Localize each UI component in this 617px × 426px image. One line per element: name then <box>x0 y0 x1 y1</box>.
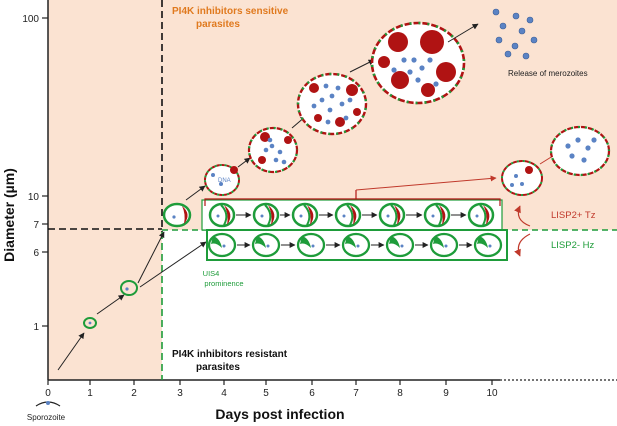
x-tick-1: 1 <box>87 388 93 399</box>
resistant-label-line1: PI4K inhibitors resistant <box>172 349 288 360</box>
lisp-neg-parasite <box>429 232 459 258</box>
growth-arrow-3b <box>139 241 207 288</box>
growth-arrow-1 <box>57 332 85 371</box>
x-tick-2: 2 <box>131 388 137 399</box>
resistant-label-line2: parasites <box>196 362 240 373</box>
x-tick-3: 3 <box>177 388 183 399</box>
lisp-pos-parasite <box>423 202 451 228</box>
y-tick-6: 6 <box>33 248 39 259</box>
x-tick-7: 7 <box>353 388 359 399</box>
x-ticks <box>47 380 493 385</box>
lisp-neg-parasite <box>251 232 281 258</box>
y-axis-title: Diameter (µm) <box>1 168 17 262</box>
schizont-day7 <box>370 21 466 105</box>
lisp-switch-arrow-up <box>514 205 531 227</box>
free-merozoites <box>492 8 538 60</box>
parasite-day1 <box>83 317 97 329</box>
sensitive-label-line1: PI4K inhibitors sensitive <box>172 6 289 17</box>
dna-label: DNA <box>218 178 231 184</box>
release-label: Release of merozoites <box>508 69 588 78</box>
lisp-switch-arrow-down <box>514 233 531 257</box>
lisp-neg-label: LISP2- Hz <box>551 240 595 251</box>
lisp-neg-parasite <box>207 232 237 258</box>
lisp-pos-label: LISP2+ Tz <box>551 210 596 221</box>
lisp-pos-parasite <box>334 202 362 228</box>
lisp-pos-parasites <box>208 202 495 228</box>
lisp-neg-parasite <box>341 232 371 258</box>
lisp-pos-bracket <box>204 198 501 206</box>
lisp-pos-parasite <box>252 202 280 228</box>
schizont-day5 <box>247 126 299 174</box>
schizont-arrow-1 <box>185 185 206 201</box>
y-tick-7: 7 <box>33 220 39 231</box>
x-tick-8: 8 <box>397 388 403 399</box>
sporozoite-label: Sporozoite <box>27 413 66 422</box>
liver-stage-shade-left <box>48 0 162 380</box>
lisp-neg-parasite <box>473 232 503 258</box>
uis4-label-line2: prominence <box>204 279 243 288</box>
growth-arrow-2 <box>96 294 125 315</box>
x-tick-0: 0 <box>45 388 51 399</box>
lisp-pos-arrow-up <box>355 175 497 191</box>
x-tick-labels: 0 1 2 3 4 5 6 7 8 9 10 <box>45 388 498 399</box>
x-tick-5: 5 <box>263 388 269 399</box>
y-tick-labels: 100 10 7 6 1 <box>22 14 39 333</box>
lisp-pos-parasite <box>467 202 495 228</box>
lisp-neg-parasite <box>296 232 326 258</box>
x-tick-9: 9 <box>443 388 449 399</box>
late-schizont-small <box>501 160 543 196</box>
y-ticks <box>42 17 48 327</box>
parasite-day3 <box>162 202 192 228</box>
late-schizont-large <box>549 125 611 177</box>
schizont-arrow-4 <box>349 59 375 73</box>
schizont-arrow-2 <box>237 157 251 168</box>
x-tick-10: 10 <box>486 388 498 399</box>
lisp-neg-parasites <box>207 232 503 258</box>
lisp-neg-parasite <box>385 232 415 258</box>
y-tick-100: 100 <box>22 14 39 25</box>
schizont-day4 <box>204 164 240 196</box>
x-tick-4: 4 <box>221 388 227 399</box>
y-tick-1: 1 <box>33 322 39 333</box>
sensitive-label-line2: parasites <box>196 19 240 30</box>
parasite-day2 <box>120 280 138 296</box>
lisp-pos-parasite <box>378 202 406 228</box>
lisp-pos-parasite <box>208 202 236 228</box>
x-tick-6: 6 <box>309 388 315 399</box>
x-axis-title: Days post infection <box>215 406 344 422</box>
lisp-pos-parasite <box>291 202 319 228</box>
uis4-label-line1: UIS4 <box>203 269 220 278</box>
release-arrow <box>447 23 479 43</box>
sporozoite <box>35 401 61 407</box>
growth-arrow-3a <box>137 231 165 284</box>
schizont-day6 <box>296 72 368 136</box>
y-tick-10: 10 <box>28 192 40 203</box>
